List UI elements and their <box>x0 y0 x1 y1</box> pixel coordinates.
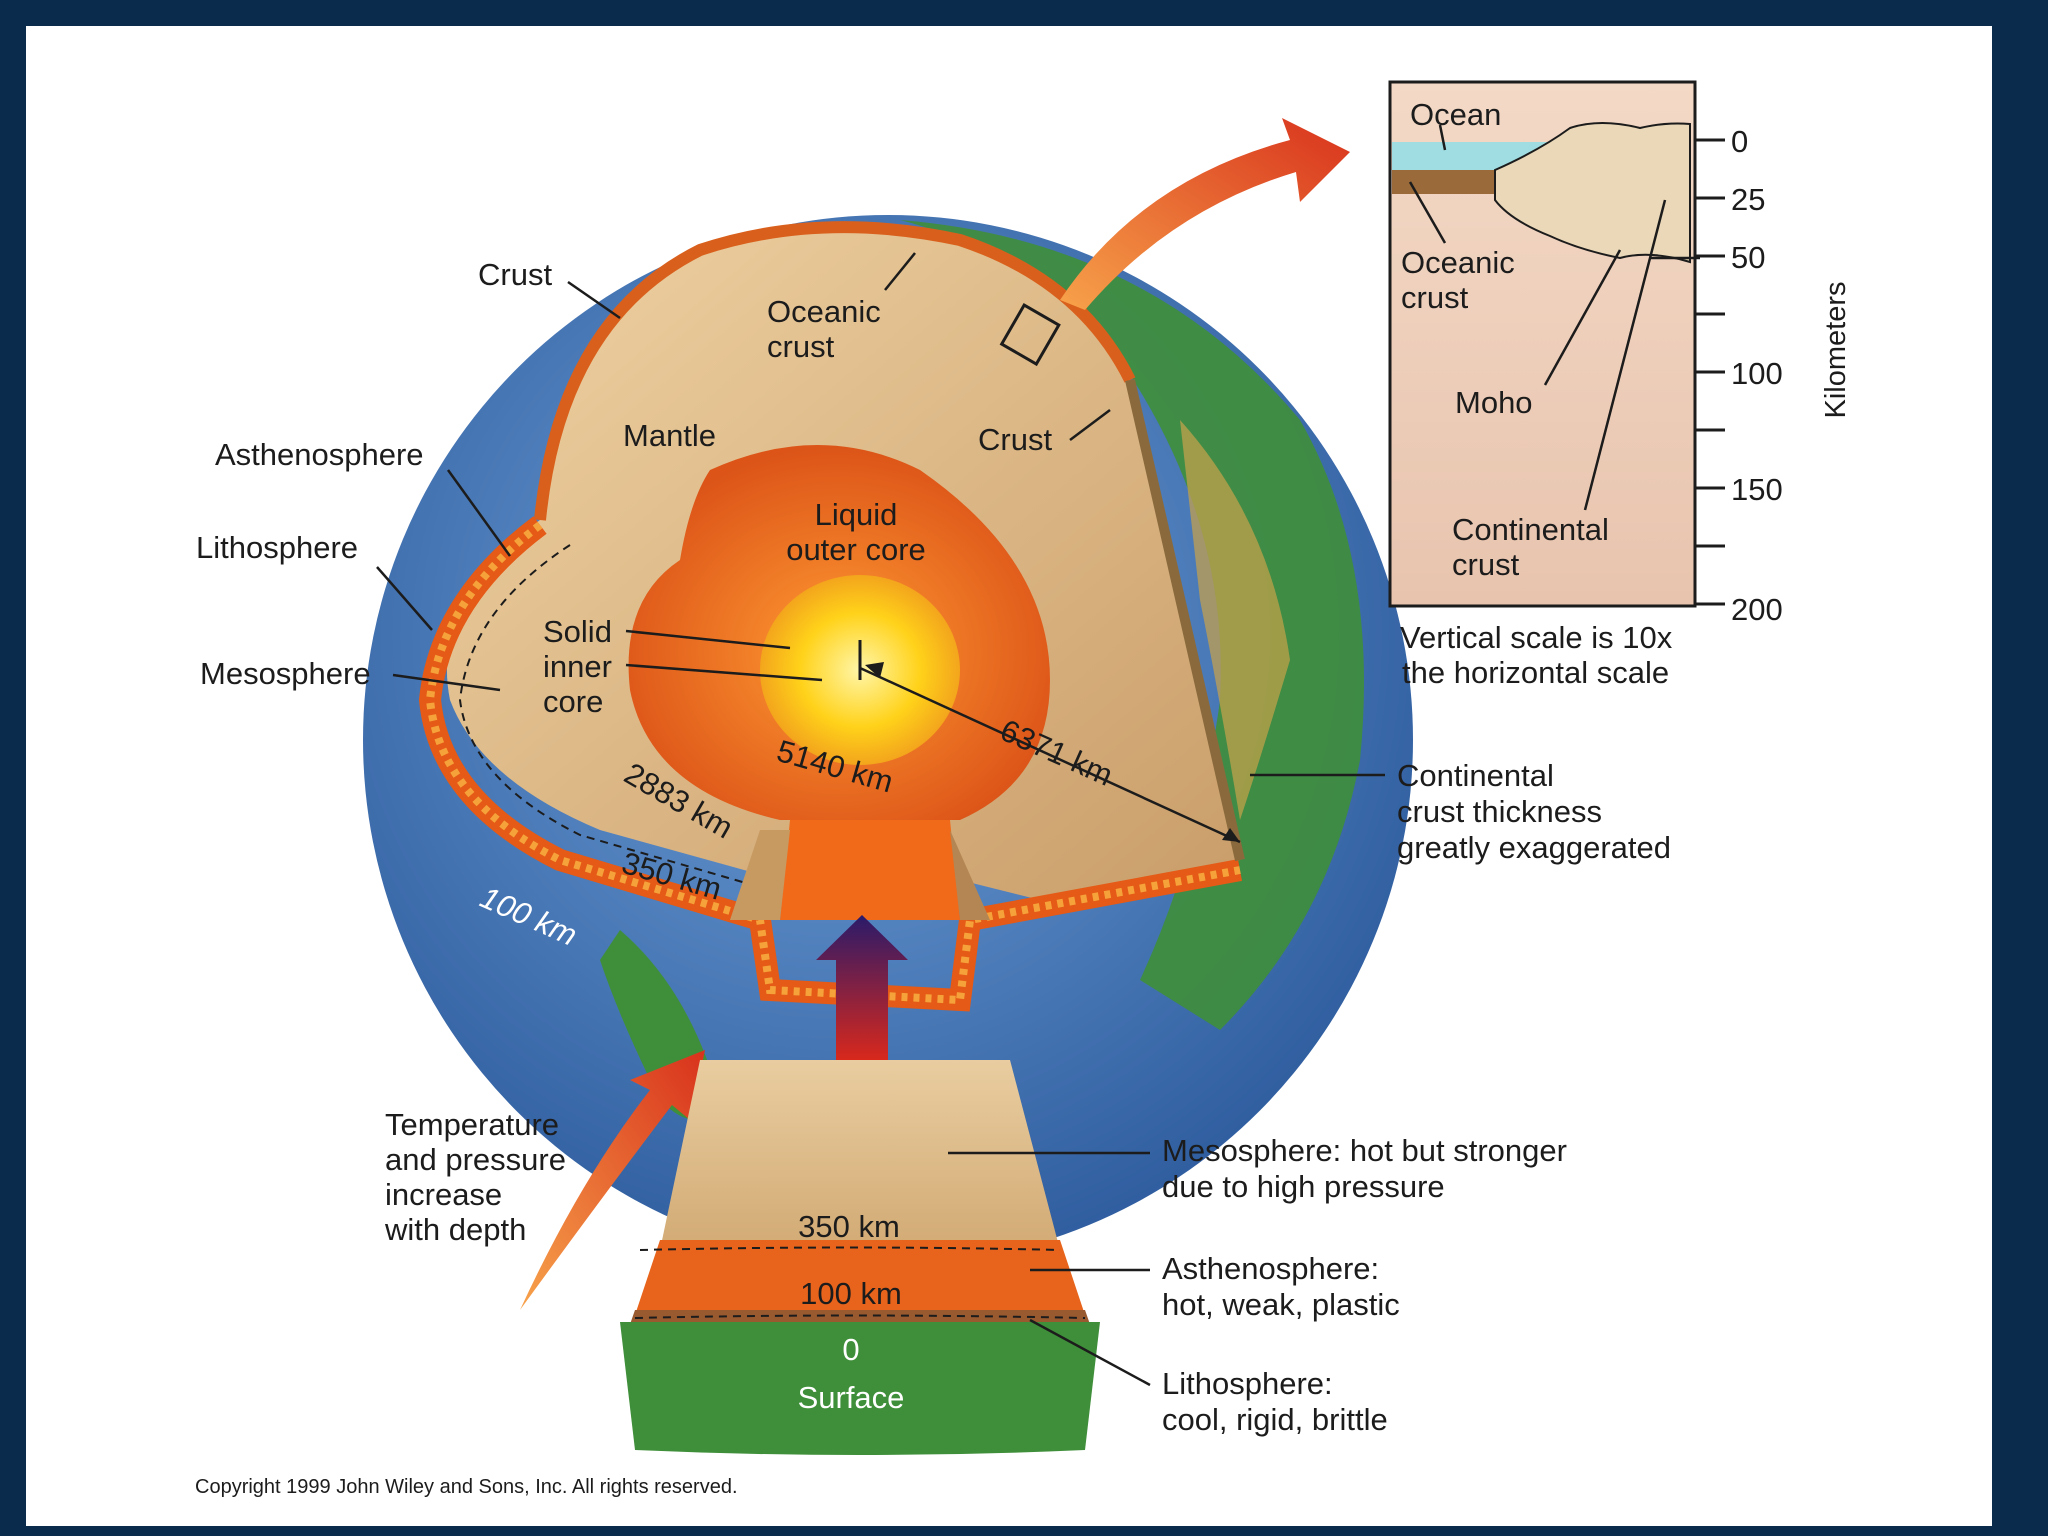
label-liquid-outer-core-line2: outer core <box>786 532 926 567</box>
label-crust-right: Crust <box>978 422 1052 457</box>
desc-mesosphere-line2: due to high pressure <box>1162 1169 1445 1204</box>
inset-axis-label: Kilometers <box>1820 282 1852 419</box>
label-lithosphere: Lithosphere <box>196 530 358 565</box>
label-temperature-line2: and pressure <box>385 1142 566 1177</box>
inset-tick-50: 50 <box>1731 240 1765 275</box>
note-continental-line2: crust thickness <box>1397 794 1602 829</box>
label-mantle: Mantle <box>623 418 716 453</box>
label-temperature-line4: with depth <box>384 1212 526 1247</box>
inset-label-ocean: Ocean <box>1410 97 1501 132</box>
column-label-350: 350 km <box>798 1209 900 1244</box>
label-solid-inner-core-line1: Solid <box>543 614 612 649</box>
label-mesosphere: Mesosphere <box>200 656 371 691</box>
inset-tick-0: 0 <box>1731 124 1748 159</box>
inset-tick-150: 150 <box>1731 472 1783 507</box>
column-label-100: 100 km <box>800 1276 902 1311</box>
label-temperature-line1: Temperature <box>385 1107 559 1142</box>
desc-asthenosphere-line2: hot, weak, plastic <box>1162 1287 1400 1322</box>
inset-scale-note-line2: the horizontal scale <box>1402 655 1669 690</box>
inset-label-continental-line1: Continental <box>1452 512 1609 547</box>
label-oceanic-crust-line1: Oceanic <box>767 294 881 329</box>
desc-mesosphere-line1: Mesosphere: hot but stronger <box>1162 1133 1567 1168</box>
label-crust-top: Crust <box>478 257 552 292</box>
desc-lithosphere-line1: Lithosphere: <box>1162 1366 1333 1401</box>
inset-label-oceanic-crust-line2: crust <box>1401 280 1469 315</box>
inset-label-moho: Moho <box>1455 385 1533 420</box>
column-label-0: 0 <box>842 1332 859 1367</box>
inset-label-continental-line2: crust <box>1452 547 1520 582</box>
label-solid-inner-core-line3: core <box>543 684 603 719</box>
desc-asthenosphere-line1: Asthenosphere: <box>1162 1251 1379 1286</box>
inset-tick-25: 25 <box>1731 182 1765 217</box>
label-oceanic-crust-line2: crust <box>767 329 835 364</box>
desc-lithosphere-line2: cool, rigid, brittle <box>1162 1402 1388 1437</box>
label-temperature-line3: increase <box>385 1177 502 1212</box>
copyright-notice: Copyright 1999 John Wiley and Sons, Inc.… <box>195 1476 738 1498</box>
inset-scale-note-line1: Vertical scale is 10x <box>1400 620 1673 655</box>
label-liquid-outer-core-line1: Liquid <box>815 497 898 532</box>
label-asthenosphere: Asthenosphere <box>215 437 424 472</box>
note-continental-line1: Continental <box>1397 758 1554 793</box>
inset-tick-100: 100 <box>1731 356 1783 391</box>
inset-tick-200: 200 <box>1731 592 1783 627</box>
column-label-surface: Surface <box>798 1380 905 1415</box>
label-solid-inner-core-line2: inner <box>543 649 612 684</box>
note-continental-line3: greatly exaggerated <box>1397 830 1671 865</box>
inset-label-oceanic-crust-line1: Oceanic <box>1401 245 1515 280</box>
